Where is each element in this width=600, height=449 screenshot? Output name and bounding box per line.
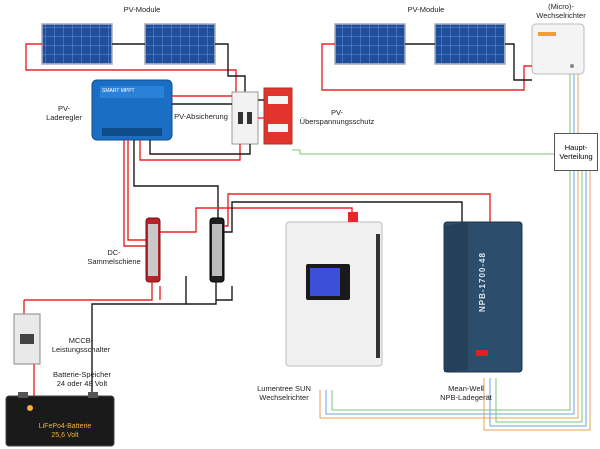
- ac-wiring: [319, 74, 591, 431]
- label-pv-fuse: PV-Absicherung: [174, 112, 228, 121]
- lumentree-inverter: [285, 212, 383, 367]
- surge-protector: [263, 87, 293, 145]
- label-inverter: Lumentree SUN Wechselrichter: [257, 384, 311, 402]
- pv-panel-left-2: [144, 23, 216, 65]
- label-micro-inverter: (Micro)- Wechselrichter: [536, 2, 586, 20]
- dc-busbar-positive: [145, 217, 161, 283]
- mppt-model-text: SMART MPPT: [102, 88, 135, 94]
- pv-fuse: [231, 91, 259, 145]
- label-surge-protection: PV- Überspannungsschutz: [299, 108, 375, 126]
- label-charge-controller: PV- Laderegler: [46, 104, 82, 122]
- pv-panel-left-1: [41, 23, 113, 65]
- micro-inverter: [531, 23, 585, 75]
- label-dc-busbar: DC- Sammelschiene: [87, 248, 141, 266]
- controller-fuse-wiring: [139, 95, 554, 161]
- mccb-breaker: [13, 313, 41, 365]
- pv-panel-right-2: [434, 23, 506, 65]
- pv-panel-right-1: [334, 23, 406, 65]
- battery-label: LiFePo4-Batterie 25,6 Volt: [38, 423, 92, 439]
- busbar-device-wiring: [23, 193, 491, 396]
- label-main-distribution: Haupt- Verteilung: [559, 143, 593, 161]
- controller-busbar-wiring: [123, 140, 219, 247]
- label-pv-modules-right: PV-Module: [407, 5, 445, 14]
- label-mccb: MCCB- Leistungsschalter: [51, 336, 111, 354]
- label-pv-modules-left: PV-Module: [123, 5, 161, 14]
- meanwell-charger: [443, 221, 523, 373]
- charge-controller: [91, 79, 173, 141]
- label-charger: Mean-Well NPB-Ladegerät: [440, 384, 492, 402]
- main-distribution-box: Haupt- Verteilung: [554, 133, 598, 171]
- dc-busbar-negative: [209, 217, 225, 283]
- charger-model-text: NPB-1700-48: [478, 252, 487, 312]
- pv-right-wiring: [321, 43, 532, 91]
- battery: [5, 392, 115, 447]
- pv-left-wiring: [25, 43, 246, 92]
- label-battery-storage: Batterie-Speicher 24 oder 48 Volt: [53, 370, 111, 388]
